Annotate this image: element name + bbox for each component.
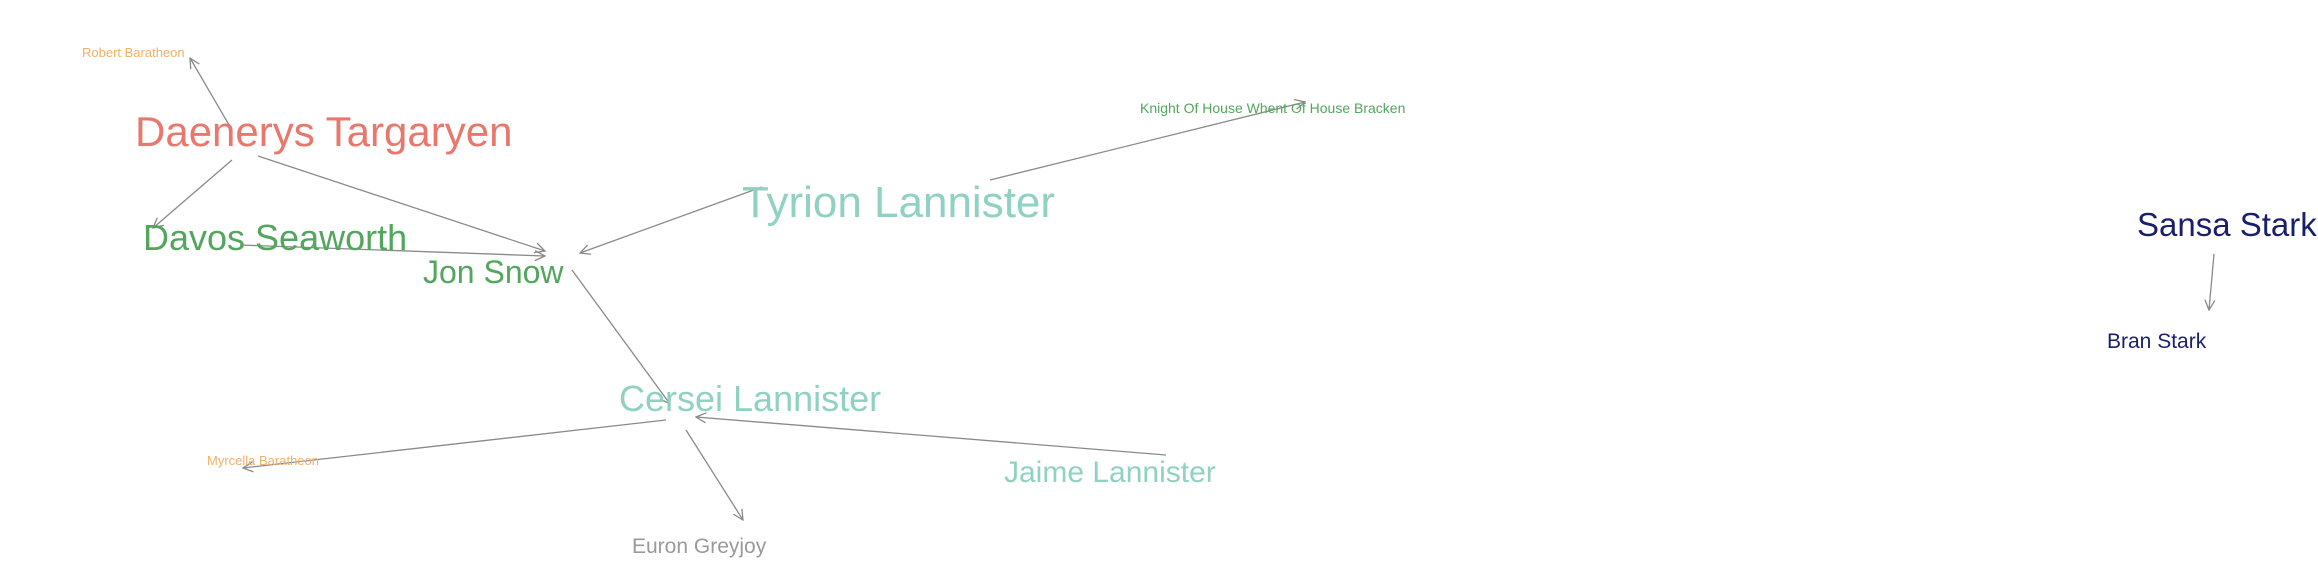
node-jon-snow: Jon Snow bbox=[423, 254, 564, 290]
edge-davos-to-jon bbox=[239, 244, 545, 256]
node-tyrion-lannister: Tyrion Lannister bbox=[742, 178, 1055, 227]
node-bran-stark: Bran Stark bbox=[2107, 330, 2207, 353]
node-euron-greyjoy: Euron Greyjoy bbox=[632, 535, 767, 558]
node-myrcella-baratheon: Myrcella Baratheon bbox=[207, 453, 319, 468]
edge-daenerys-to-davos bbox=[153, 159, 233, 228]
edge-jaime-to-cersei bbox=[696, 417, 1167, 456]
node-robert-baratheon: Robert Baratheon bbox=[82, 45, 185, 60]
edge-daenerys-to-robert bbox=[190, 58, 233, 131]
edge-tyrion-to-knight bbox=[989, 102, 1305, 181]
node-davos-seaworth: Davos Seaworth bbox=[143, 217, 407, 258]
node-knight-of-house-whent-of-house-bracken: Knight Of House Whent Of House Bracken bbox=[1140, 100, 1405, 116]
node-jaime-lannister: Jaime Lannister bbox=[1004, 456, 1216, 489]
nodes: Robert Baratheon Daenerys Targaryen Davo… bbox=[82, 45, 2317, 558]
node-daenerys-targaryen: Daenerys Targaryen bbox=[135, 108, 512, 155]
edge-cersei-to-myrcella bbox=[243, 419, 667, 468]
edge-tyrion-to-jon bbox=[580, 186, 763, 253]
edge-sansa-to-bran bbox=[2209, 253, 2214, 310]
node-cersei-lannister: Cersei Lannister bbox=[619, 378, 881, 419]
edge-cersei-to-euron bbox=[685, 429, 743, 520]
node-sansa-stark: Sansa Stark bbox=[2137, 206, 2317, 243]
edge-daenerys-to-jon bbox=[257, 155, 545, 251]
edge-jon-to-cersei bbox=[571, 269, 670, 404]
edges bbox=[153, 58, 2214, 520]
